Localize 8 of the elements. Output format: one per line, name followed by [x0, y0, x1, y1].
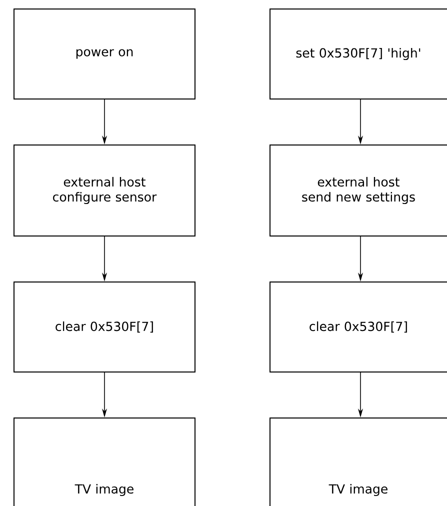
process-box: clear 0x530F[7] — [270, 282, 447, 372]
process-box: set 0x530F[7] 'high' — [270, 8, 447, 100]
process-box: external host send new settings — [270, 144, 447, 236]
process-box: external host configure sensor — [14, 144, 196, 236]
process-box: TV image — [270, 418, 447, 506]
process-box: TV image — [14, 418, 196, 506]
process-box: clear 0x530F[7] — [14, 282, 196, 372]
process-box: power on — [14, 8, 196, 100]
